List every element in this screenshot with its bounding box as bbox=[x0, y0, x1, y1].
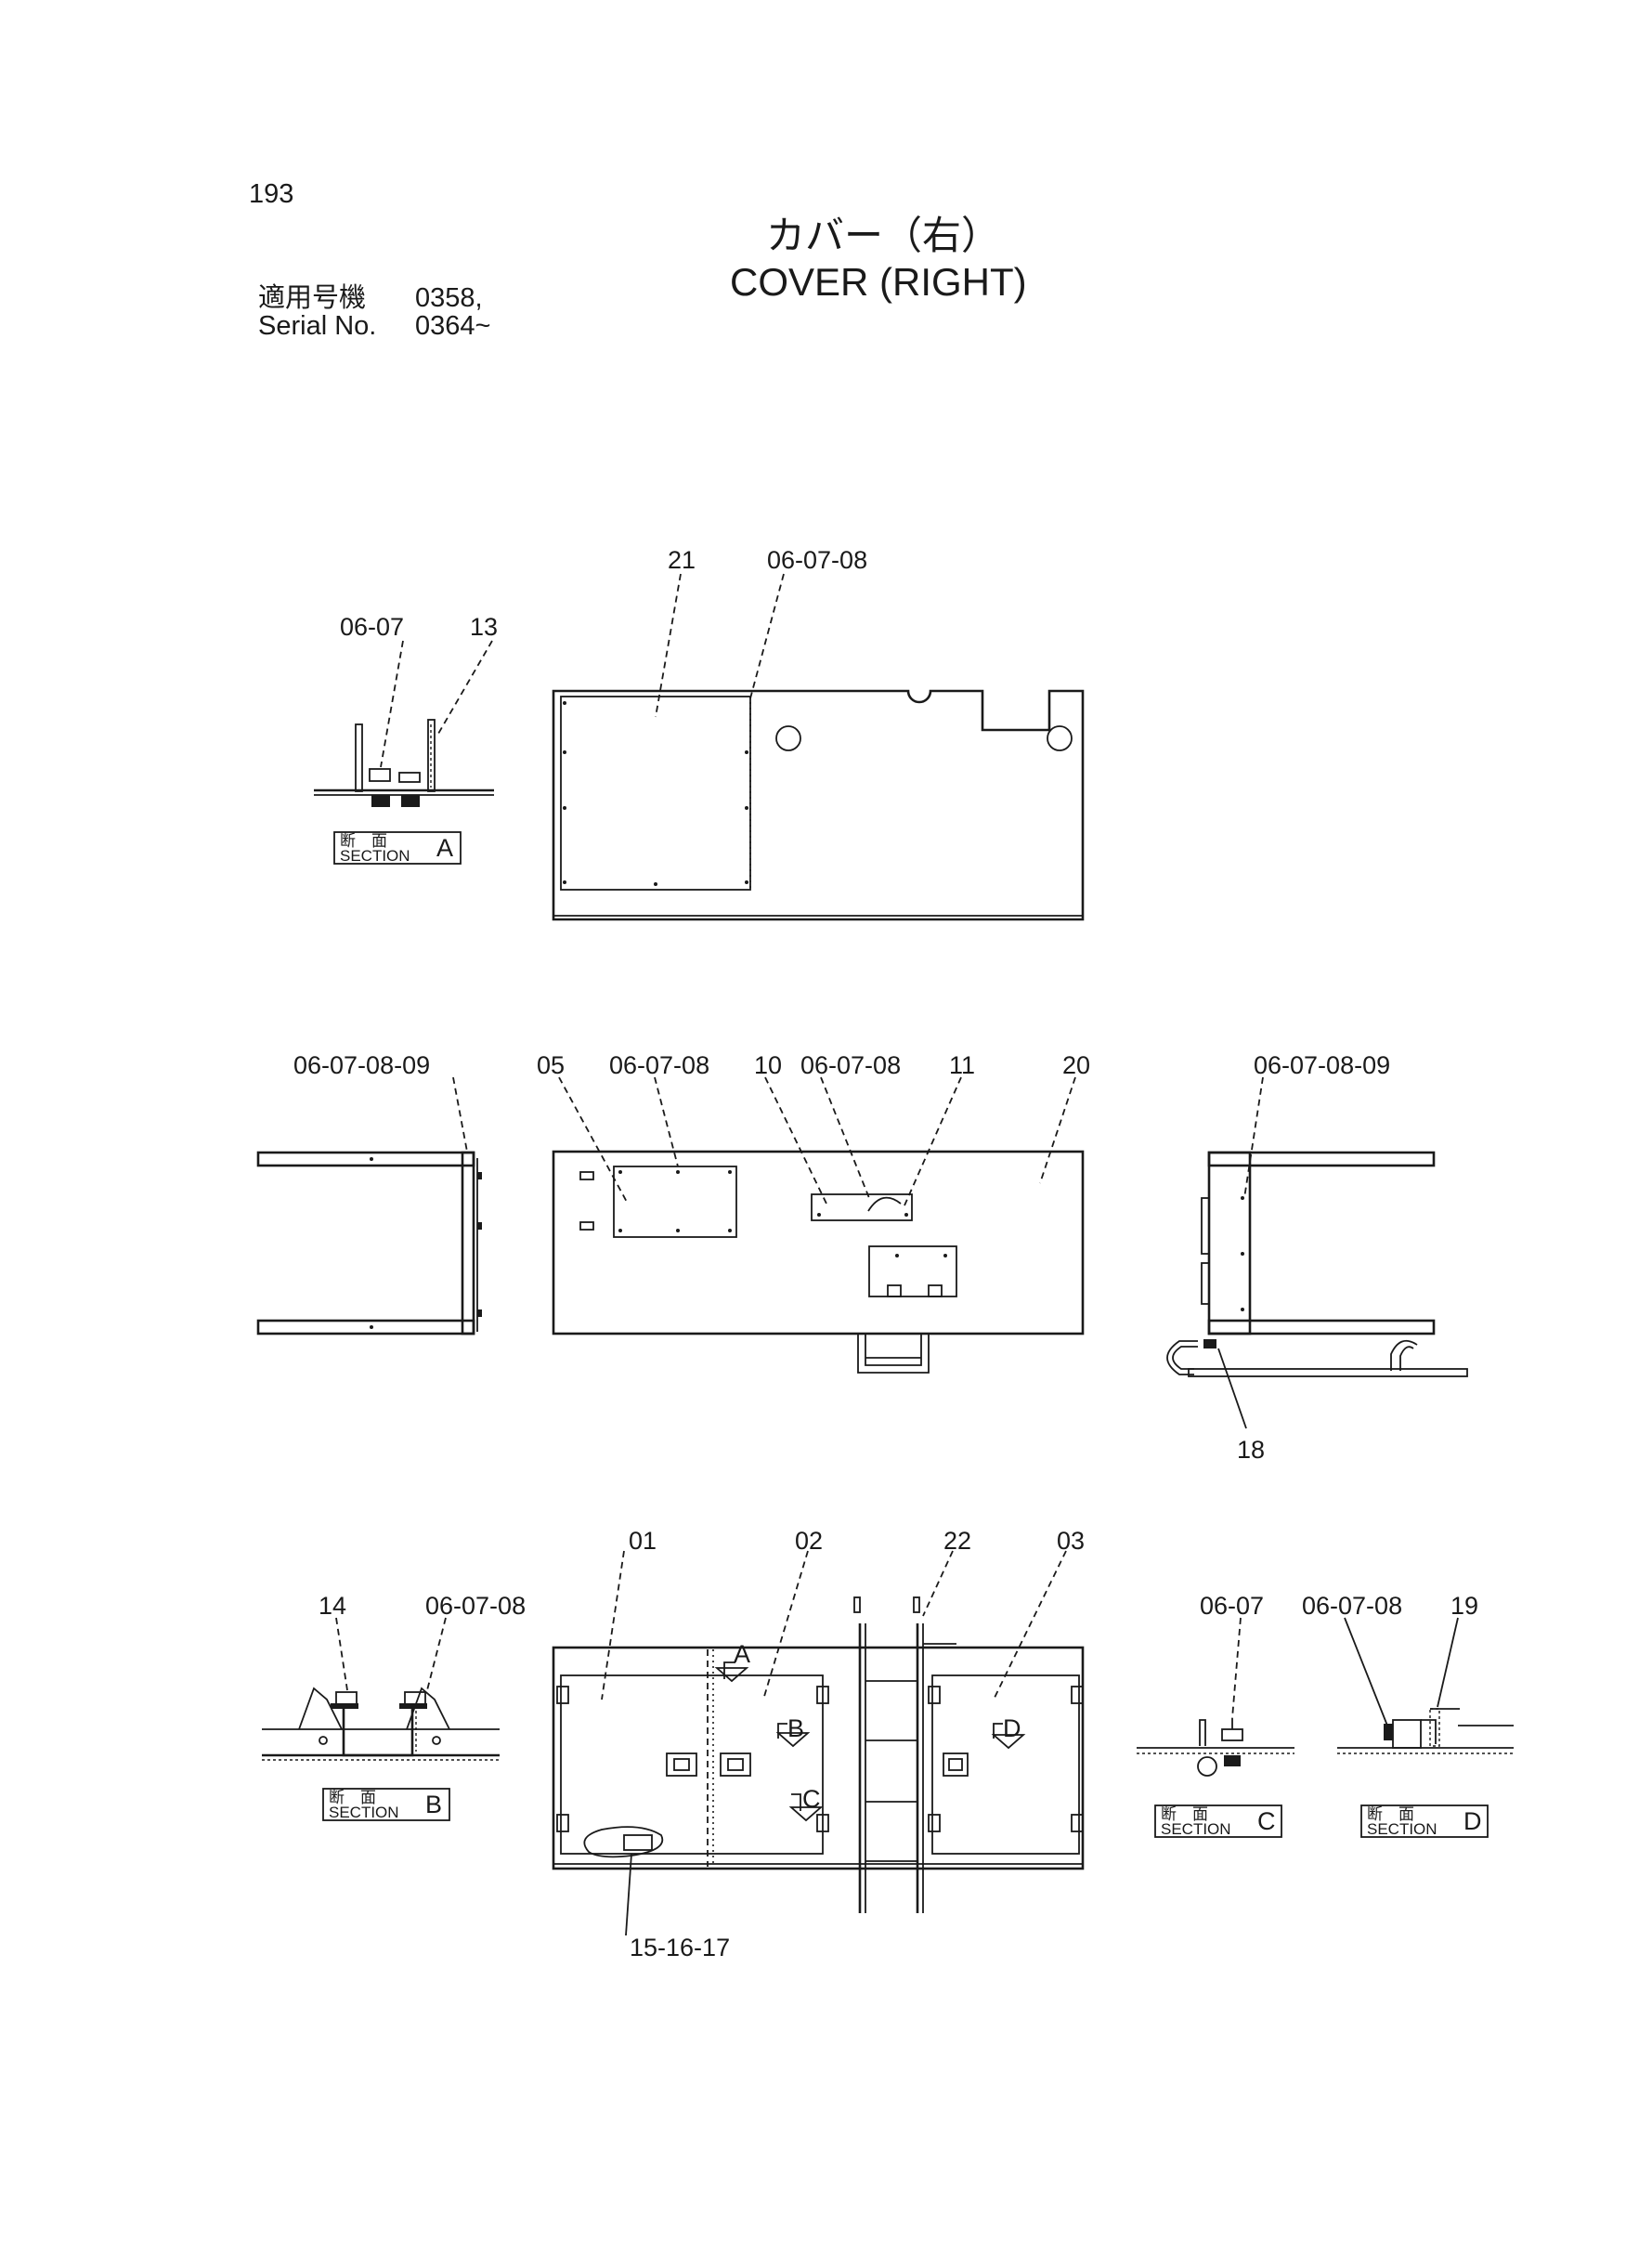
title-japanese: カバー（右） bbox=[766, 214, 1000, 257]
svg-text:断 面: 断 面 bbox=[1161, 1805, 1208, 1823]
top-cover-plan-view: 21 06-07-08 bbox=[552, 546, 1085, 921]
section-d-label: 断 面 SECTION D bbox=[1360, 1804, 1489, 1838]
svg-text:断 面: 断 面 bbox=[1367, 1805, 1414, 1823]
view-marker-a: A bbox=[734, 1640, 750, 1668]
callout-mid-06-07-08-a: 06-07-08 bbox=[609, 1051, 709, 1079]
applicable-value: 0358, bbox=[415, 283, 483, 313]
right-side-view: 06-07-08-09 18 bbox=[1166, 1051, 1468, 1464]
view-marker-b: B bbox=[787, 1714, 804, 1742]
page-number: 193 bbox=[249, 179, 293, 209]
header: 193 カバー（右） COVER (RIGHT) 適用号機 0358, Seri… bbox=[249, 179, 1027, 341]
callout-bottom-15-16-17: 15-16-17 bbox=[630, 1934, 730, 1961]
front-side-view: 05 06-07-08 10 06-07-08 11 20 bbox=[537, 1051, 1090, 1374]
title-english: COVER (RIGHT) bbox=[730, 260, 1027, 304]
svg-text:B: B bbox=[425, 1791, 442, 1818]
svg-text:断 面: 断 面 bbox=[329, 1789, 376, 1806]
section-a-label: 断 面 SECTION A bbox=[333, 831, 462, 865]
callout-section-c-06-07: 06-07 bbox=[1200, 1592, 1264, 1620]
callout-mid-10: 10 bbox=[754, 1051, 782, 1079]
callout-left-06-07-08-09: 06-07-08-09 bbox=[293, 1051, 430, 1079]
serial-label: Serial No. bbox=[258, 311, 376, 341]
applicable-label-jp: 適用号機 bbox=[258, 282, 366, 313]
svg-text:SECTION: SECTION bbox=[340, 847, 410, 865]
callout-top-21: 21 bbox=[668, 546, 696, 574]
svg-text:A: A bbox=[436, 834, 453, 862]
callout-section-a-13: 13 bbox=[470, 613, 498, 641]
section-c-detail: 06-07 断 面 SECTION C bbox=[1137, 1592, 1294, 1838]
callout-mid-06-07-08-b: 06-07-08 bbox=[800, 1051, 901, 1079]
section-a-detail: 06-07 13 断 面 SECTION A bbox=[314, 613, 498, 865]
svg-text:SECTION: SECTION bbox=[1161, 1820, 1231, 1838]
view-marker-c: C bbox=[802, 1785, 821, 1813]
callout-mid-05: 05 bbox=[537, 1051, 565, 1079]
view-marker-d: D bbox=[1003, 1714, 1021, 1742]
svg-text:C: C bbox=[1257, 1807, 1276, 1835]
section-b-detail: 14 06-07-08 断 面 SECTION B bbox=[262, 1592, 526, 1821]
callout-bottom-02: 02 bbox=[795, 1527, 823, 1555]
callout-bottom-01: 01 bbox=[629, 1527, 657, 1555]
bottom-covers-plan-view: A B C D 01 02 22 03 15- bbox=[552, 1527, 1085, 1961]
svg-text:D: D bbox=[1463, 1807, 1482, 1835]
callout-mid-20: 20 bbox=[1062, 1051, 1090, 1079]
left-side-view: 06-07-08-09 bbox=[256, 1051, 482, 1335]
callout-right-06-07-08-09: 06-07-08-09 bbox=[1254, 1051, 1390, 1079]
svg-text:SECTION: SECTION bbox=[329, 1804, 399, 1821]
callout-section-b-14: 14 bbox=[319, 1592, 346, 1620]
callout-mid-18: 18 bbox=[1237, 1436, 1265, 1464]
callout-bottom-03: 03 bbox=[1057, 1527, 1085, 1555]
svg-text:断 面: 断 面 bbox=[340, 832, 387, 850]
callout-top-06-07-08: 06-07-08 bbox=[767, 546, 867, 574]
section-c-label: 断 面 SECTION C bbox=[1154, 1804, 1282, 1838]
callout-bottom-22: 22 bbox=[943, 1527, 971, 1555]
callout-section-d-06-07-08: 06-07-08 bbox=[1302, 1592, 1402, 1620]
callout-mid-11: 11 bbox=[949, 1051, 975, 1079]
svg-text:SECTION: SECTION bbox=[1367, 1820, 1437, 1838]
section-d-detail: 06-07-08 19 断 面 SECTION D bbox=[1302, 1592, 1514, 1838]
section-b-label: 断 面 SECTION B bbox=[322, 1788, 450, 1821]
serial-value: 0364~ bbox=[415, 311, 490, 341]
callout-section-a-06-07: 06-07 bbox=[340, 613, 404, 641]
callout-section-d-19: 19 bbox=[1450, 1592, 1478, 1620]
callout-section-b-06-07-08: 06-07-08 bbox=[425, 1592, 526, 1620]
